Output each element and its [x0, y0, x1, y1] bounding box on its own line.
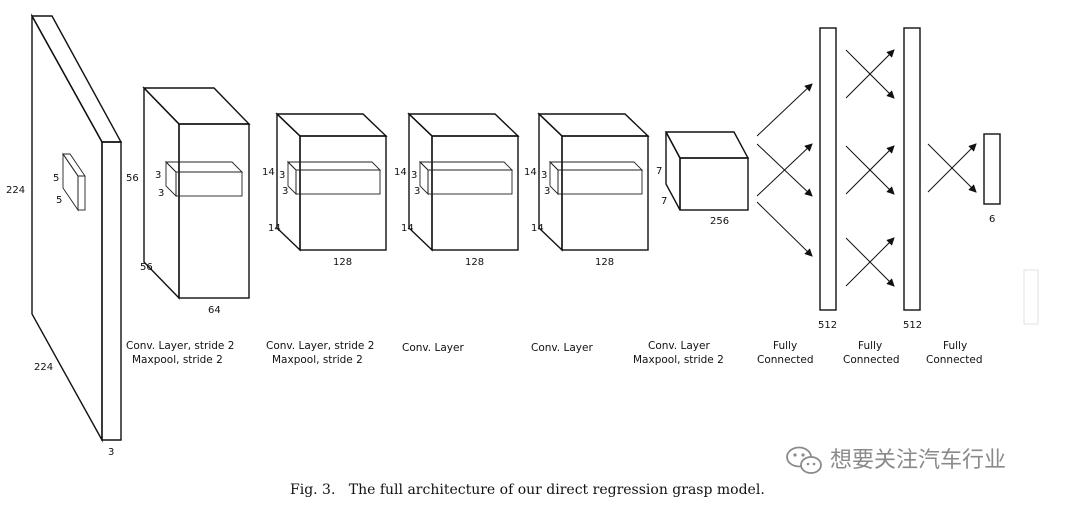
fc1-label-1: Fully — [773, 340, 797, 352]
conv3-height-label: 14 — [394, 167, 407, 178]
fc2-label-2: Connected — [843, 354, 900, 366]
watermark-text: 想要关注汽车行业 — [830, 448, 1006, 473]
conv2-kernel-a-label: 3 — [279, 170, 285, 181]
conv3-kernel-a-label: 3 — [411, 170, 417, 181]
input-kernel-box — [62, 152, 86, 212]
conv2-width-label: 14 — [268, 223, 281, 234]
input-depth-label: 3 — [108, 447, 114, 458]
input-volume — [30, 13, 123, 443]
conv1-kernel-b-label: 3 — [158, 188, 164, 199]
conv2-height-label: 14 — [262, 167, 275, 178]
conv1-kernel-a-label: 3 — [155, 170, 161, 181]
conv2-label-1: Conv. Layer, stride 2 — [266, 340, 374, 352]
fc1-size-label: 512 — [818, 320, 837, 331]
conv3-volume — [407, 112, 520, 252]
figure-caption: Fig. 3. The full architecture of our dir… — [290, 482, 765, 498]
conv4-depth-label: 128 — [595, 257, 614, 268]
wechat-icon — [786, 446, 822, 474]
fc2-bar — [903, 27, 921, 311]
conv3-width-label: 14 — [401, 223, 414, 234]
conv5-height-label: 7 — [656, 166, 662, 177]
conv1-depth-label: 64 — [208, 305, 221, 316]
conv5-volume — [664, 131, 750, 211]
output-size-label: 6 — [989, 214, 995, 225]
fc3-label-2: Connected — [926, 354, 983, 366]
input-kernel-b-label: 5 — [56, 195, 62, 206]
fc3-label-1: Fully — [943, 340, 967, 352]
conv5-label-1: Conv. Layer — [648, 340, 710, 352]
conv5-width-label: 7 — [661, 196, 667, 207]
conv5-to-fc1-arrows — [756, 83, 813, 257]
conv3-kernel-box — [418, 160, 514, 196]
conv4-kernel-box — [548, 160, 644, 196]
conv2-volume — [275, 112, 388, 252]
conv4-volume — [537, 112, 650, 252]
fc1-bar — [819, 27, 837, 311]
fc1-label-2: Connected — [757, 354, 814, 366]
conv5-depth-label: 256 — [710, 216, 729, 227]
fc1-to-fc2-arrows — [845, 49, 895, 287]
conv2-kernel-b-label: 3 — [282, 186, 288, 197]
conv1-volume — [142, 86, 251, 300]
input-width-label: 224 — [34, 362, 53, 373]
conv1-height-label: 56 — [126, 173, 139, 184]
conv4-width-label: 14 — [531, 223, 544, 234]
conv2-depth-label: 128 — [333, 257, 352, 268]
conv4-kernel-a-label: 3 — [541, 170, 547, 181]
fc2-size-label: 512 — [903, 320, 922, 331]
conv3-kernel-b-label: 3 — [414, 186, 420, 197]
conv2-label-2: Maxpool, stride 2 — [272, 354, 363, 366]
conv3-depth-label: 128 — [465, 257, 484, 268]
input-height-label: 224 — [6, 185, 25, 196]
output-bar — [983, 133, 1001, 205]
conv1-width-label: 56 — [140, 262, 153, 273]
conv1-label-1: Conv. Layer, stride 2 — [126, 340, 234, 352]
conv1-kernel-box — [164, 160, 244, 198]
fc2-label-1: Fully — [858, 340, 882, 352]
input-kernel-a-label: 5 — [53, 173, 59, 184]
conv3-label-1: Conv. Layer — [402, 342, 464, 354]
fc2-to-output-arrows — [927, 143, 977, 193]
conv4-height-label: 14 — [524, 167, 537, 178]
conv4-label-1: Conv. Layer — [531, 342, 593, 354]
conv4-kernel-b-label: 3 — [544, 186, 550, 197]
conv1-label-2: Maxpool, stride 2 — [132, 354, 223, 366]
conv5-label-2: Maxpool, stride 2 — [633, 354, 724, 366]
conv2-kernel-box — [286, 160, 382, 196]
faded-output-ghost — [1023, 269, 1039, 325]
